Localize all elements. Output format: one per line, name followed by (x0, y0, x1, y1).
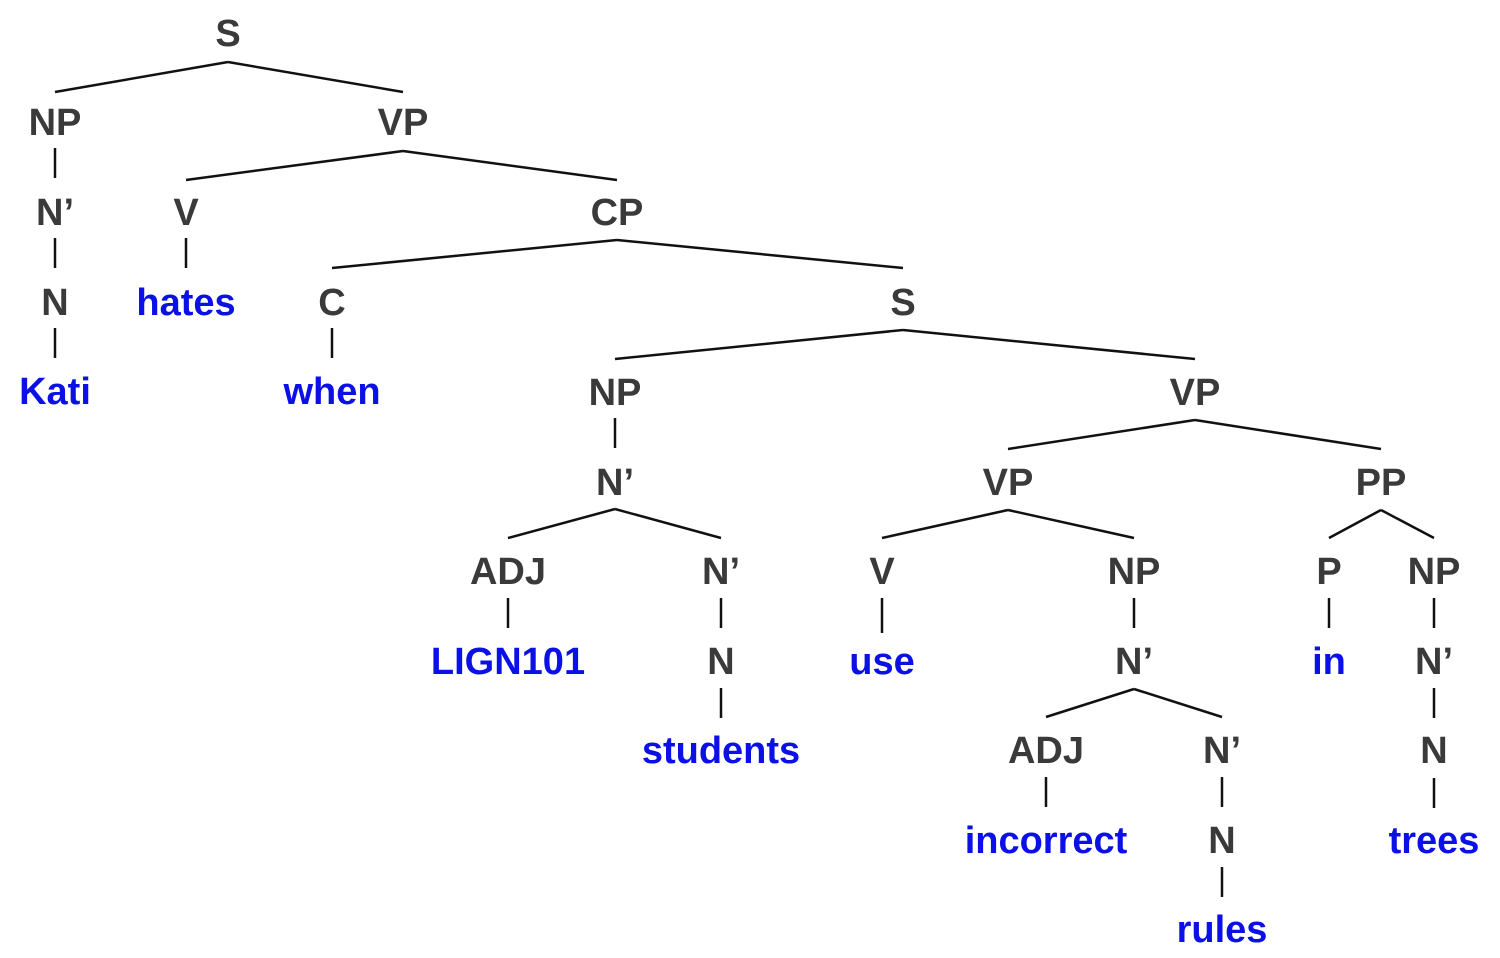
node-vp-main: VP (378, 102, 429, 144)
edge-nbar2-adj (507, 507, 616, 540)
word-trees: trees (1389, 820, 1480, 862)
node-adj-lign: ADJ (470, 551, 546, 593)
node-adj-incorrect: ADJ (1008, 730, 1084, 772)
edge-pp-np (1380, 508, 1435, 540)
node-np-object: NP (1108, 551, 1161, 593)
word-hates: hates (136, 282, 235, 324)
word-students: students (642, 730, 800, 772)
node-p: P (1316, 551, 1341, 593)
edge-s2-np (614, 328, 904, 361)
node-s: S (215, 13, 240, 55)
node-np-embedded: NP (589, 372, 642, 414)
node-nbar-embedded: N’ (596, 462, 634, 504)
edge-vp-v (185, 149, 404, 182)
node-c: C (318, 282, 345, 324)
terminal-words: Kati hates when LIGN101 students use inc… (19, 282, 1479, 951)
word-when: when (282, 371, 380, 413)
edge-vp-cp (402, 149, 618, 182)
word-use: use (849, 641, 914, 683)
edge-nbar2-nbar (614, 507, 722, 540)
node-np-subject: NP (29, 102, 82, 144)
edge-s-vp (227, 60, 404, 94)
word-incorrect: incorrect (965, 820, 1128, 862)
node-s-embedded: S (890, 282, 915, 324)
node-vp-embedded: VP (1170, 372, 1221, 414)
edge-cp-s (616, 238, 904, 270)
edge-vp3-np (1007, 508, 1135, 540)
word-in: in (1312, 641, 1346, 683)
node-n-rules: N (1208, 820, 1235, 862)
category-labels: S NP N’ N VP V CP C S NP N’ ADJ N’ N VP … (29, 13, 1461, 862)
word-rules: rules (1177, 909, 1268, 951)
tree-edges (53, 60, 1436, 897)
edge-s-np (54, 60, 229, 94)
node-pp: PP (1356, 462, 1407, 504)
node-nbar-subject: N’ (36, 192, 74, 234)
node-np-pp: NP (1408, 551, 1461, 593)
edge-nbar4-nbar (1133, 687, 1223, 719)
node-n-students: N (707, 641, 734, 683)
node-nbar-pp: N’ (1415, 641, 1453, 683)
word-kati: Kati (19, 371, 91, 413)
edge-nbar4-adj (1045, 687, 1135, 719)
node-n-pp: N (1420, 730, 1447, 772)
edge-vp3-v (881, 508, 1009, 540)
node-nbar-object: N’ (1115, 641, 1153, 683)
edge-pp-p (1328, 508, 1382, 540)
node-v-use: V (869, 551, 895, 593)
node-nbar-rules: N’ (1203, 730, 1241, 772)
edge-vp2-pp (1194, 418, 1382, 451)
node-v-main: V (173, 192, 199, 234)
node-cp: CP (591, 192, 644, 234)
node-n-subject: N (41, 282, 68, 324)
node-nbar-students: N’ (702, 551, 740, 593)
word-lign101: LIGN101 (431, 641, 585, 683)
edge-vp2-vp (1007, 418, 1196, 451)
edge-s2-vp (902, 328, 1196, 361)
edge-cp-c (331, 238, 618, 270)
node-vp-inner: VP (983, 462, 1034, 504)
